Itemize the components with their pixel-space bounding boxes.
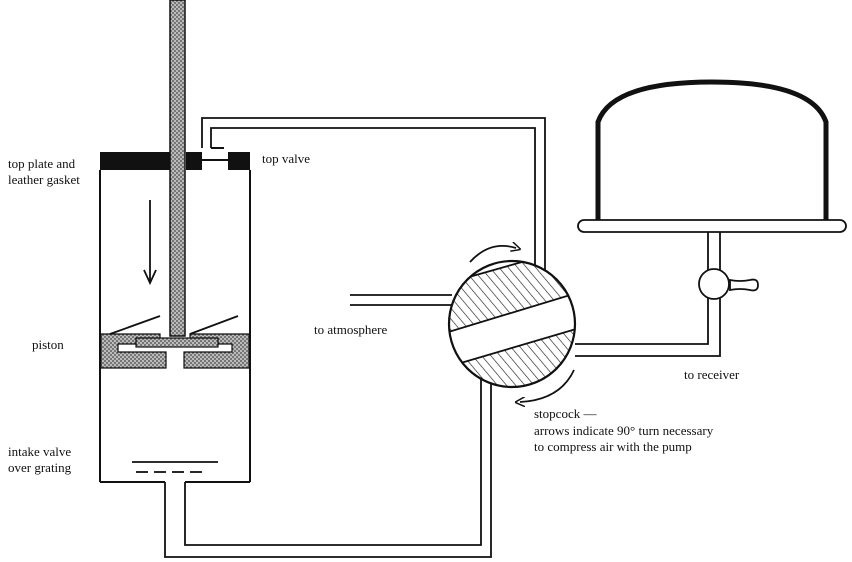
downward-arrow-icon [143, 200, 157, 286]
label-to-atmosphere: to atmosphere [314, 322, 388, 337]
top-valve [202, 147, 228, 161]
label-stopcock-1: stopcock — [534, 406, 597, 421]
label-piston: piston [32, 337, 64, 352]
intake-valve [132, 461, 218, 473]
label-stopcock-3: to compress air with the pump [534, 439, 692, 454]
receiver-valve [698, 268, 759, 300]
atmosphere-tube [350, 294, 452, 306]
bottom-tube [164, 378, 492, 558]
label-top-plate-2: leather gasket [8, 172, 80, 187]
label-intake-valve-2: over grating [8, 460, 72, 475]
top-tube [201, 117, 546, 278]
piston-rod [169, 0, 186, 337]
label-intake-valve-1: intake valve [8, 444, 72, 459]
label-stopcock-2: arrows indicate 90° turn necessary [534, 423, 714, 438]
receiver-bell-jar [577, 79, 847, 233]
rotation-arrow-top-icon [469, 246, 516, 263]
pump-cylinder [99, 170, 251, 483]
label-to-receiver: to receiver [684, 367, 740, 382]
piston-flaps [109, 315, 239, 335]
top-plate [100, 152, 250, 170]
piston [100, 333, 250, 369]
label-top-valve: top valve [262, 151, 311, 166]
label-top-plate-1: top plate and [8, 156, 76, 171]
rotation-arrow-bottom-icon [520, 369, 575, 402]
stopcock [447, 259, 577, 389]
receiver-tube [575, 232, 721, 357]
